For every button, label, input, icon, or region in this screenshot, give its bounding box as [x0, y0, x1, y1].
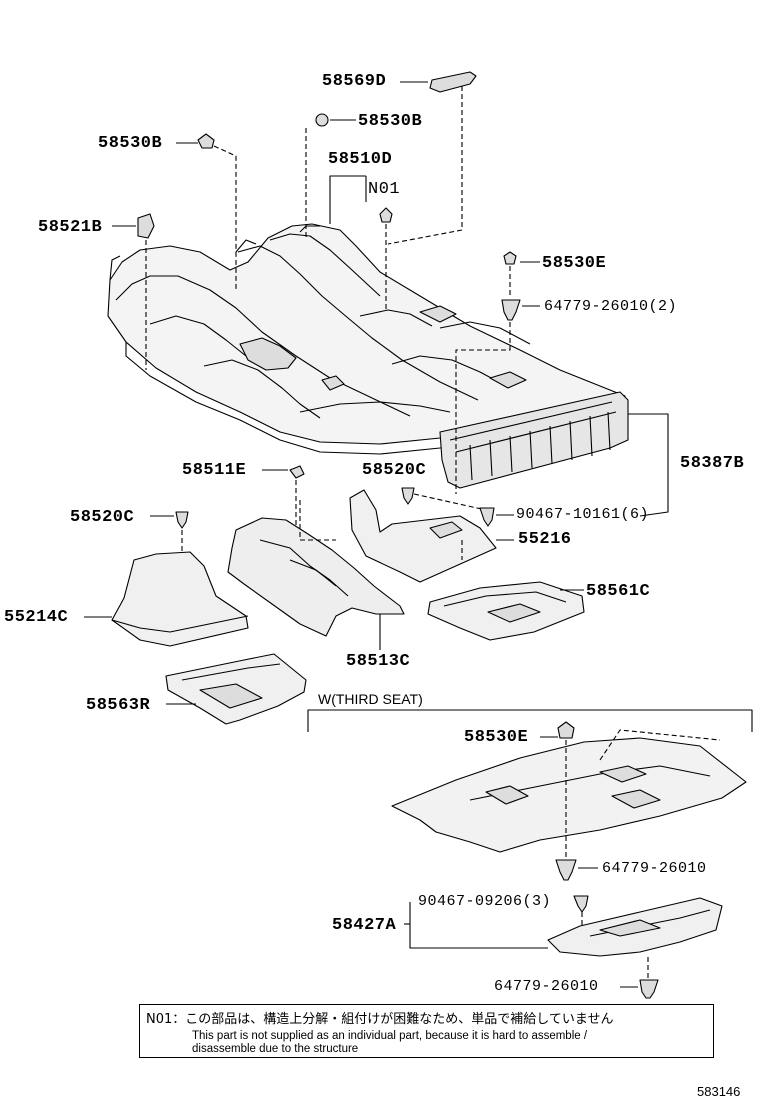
third-seat-bracket: [307, 709, 753, 732]
note-box: N01：この部品は、構造上分解・組付けが困難なため、単品で補給していません Th…: [139, 1004, 714, 1058]
clip-64779-26010-a: [555, 859, 598, 881]
label-N01: N01: [368, 180, 401, 199]
cover-58513C: [227, 500, 405, 650]
clip-N01: [379, 207, 393, 310]
label-64779-26010-a: 64779-26010: [602, 860, 707, 877]
floor-carpet-58510D: [107, 223, 626, 455]
tray-58563R: [165, 653, 307, 725]
label-58520C-mid: 58520C: [362, 461, 427, 480]
label-55214C: 55214C: [4, 608, 69, 627]
label-58511E: 58511E: [182, 461, 247, 480]
clip-90467-09206: [573, 895, 589, 940]
clip-58530E-bottom: [540, 721, 575, 860]
clip-58511E: [262, 465, 305, 530]
label-58520C-left: 58520C: [70, 508, 135, 527]
label-58530B-left: 58530B: [98, 134, 163, 153]
label-58510D: 58510D: [328, 150, 393, 169]
third-seat-floor: [391, 729, 747, 853]
diagram-id: 583146: [697, 1084, 741, 1099]
note-english-line1: This part is not supplied as an individu…: [192, 1030, 588, 1042]
trim-58569D: [387, 71, 477, 245]
label-64779-26010-2: 64779-26010(2): [544, 298, 678, 315]
label-58530E-bottom: 58530E: [464, 728, 529, 747]
clip-58530E-top: [503, 251, 540, 296]
label-55216: 55216: [518, 530, 572, 549]
clip-58530B-top: [305, 113, 356, 240]
label-58561C: 58561C: [586, 582, 651, 601]
clip-64779-26010-b: [620, 956, 659, 999]
section-title-third-seat: W(THIRD SEAT): [318, 691, 423, 707]
label-58563R: 58563R: [86, 696, 151, 715]
cover-55214C: [84, 551, 249, 647]
note-english-line2: disassemble due to the structure: [192, 1043, 359, 1055]
label-90467-10161: 90467-10161(6): [516, 506, 650, 523]
cover-55216: [349, 489, 514, 583]
label-58387B: 58387B: [680, 454, 745, 473]
label-64779-26010-b: 64779-26010: [494, 978, 599, 995]
rear-floor-panel-58387B: [439, 391, 669, 517]
bracket-58510D: [329, 175, 367, 224]
label-58530E-top: 58530E: [542, 254, 607, 273]
clip-58520C-mid: [401, 487, 487, 511]
bracket-58521B: [112, 213, 155, 370]
cover-58427A: [404, 897, 723, 957]
label-58513C: 58513C: [346, 652, 411, 671]
clip-58530B-left: [176, 133, 237, 290]
label-58521B: 58521B: [38, 218, 103, 237]
tray-58561C: [427, 581, 585, 641]
note-japanese: N01：この部品は、構造上分解・組付けが困難なため、単品で補給していません: [146, 1012, 614, 1027]
label-58530B-top: 58530B: [358, 112, 423, 131]
clip-90467-10161: [479, 507, 514, 527]
label-58427A: 58427A: [332, 916, 397, 935]
label-90467-09206: 90467-09206(3): [418, 893, 552, 910]
label-58569D: 58569D: [322, 72, 387, 91]
clip-64779-26010-2: [455, 299, 540, 494]
